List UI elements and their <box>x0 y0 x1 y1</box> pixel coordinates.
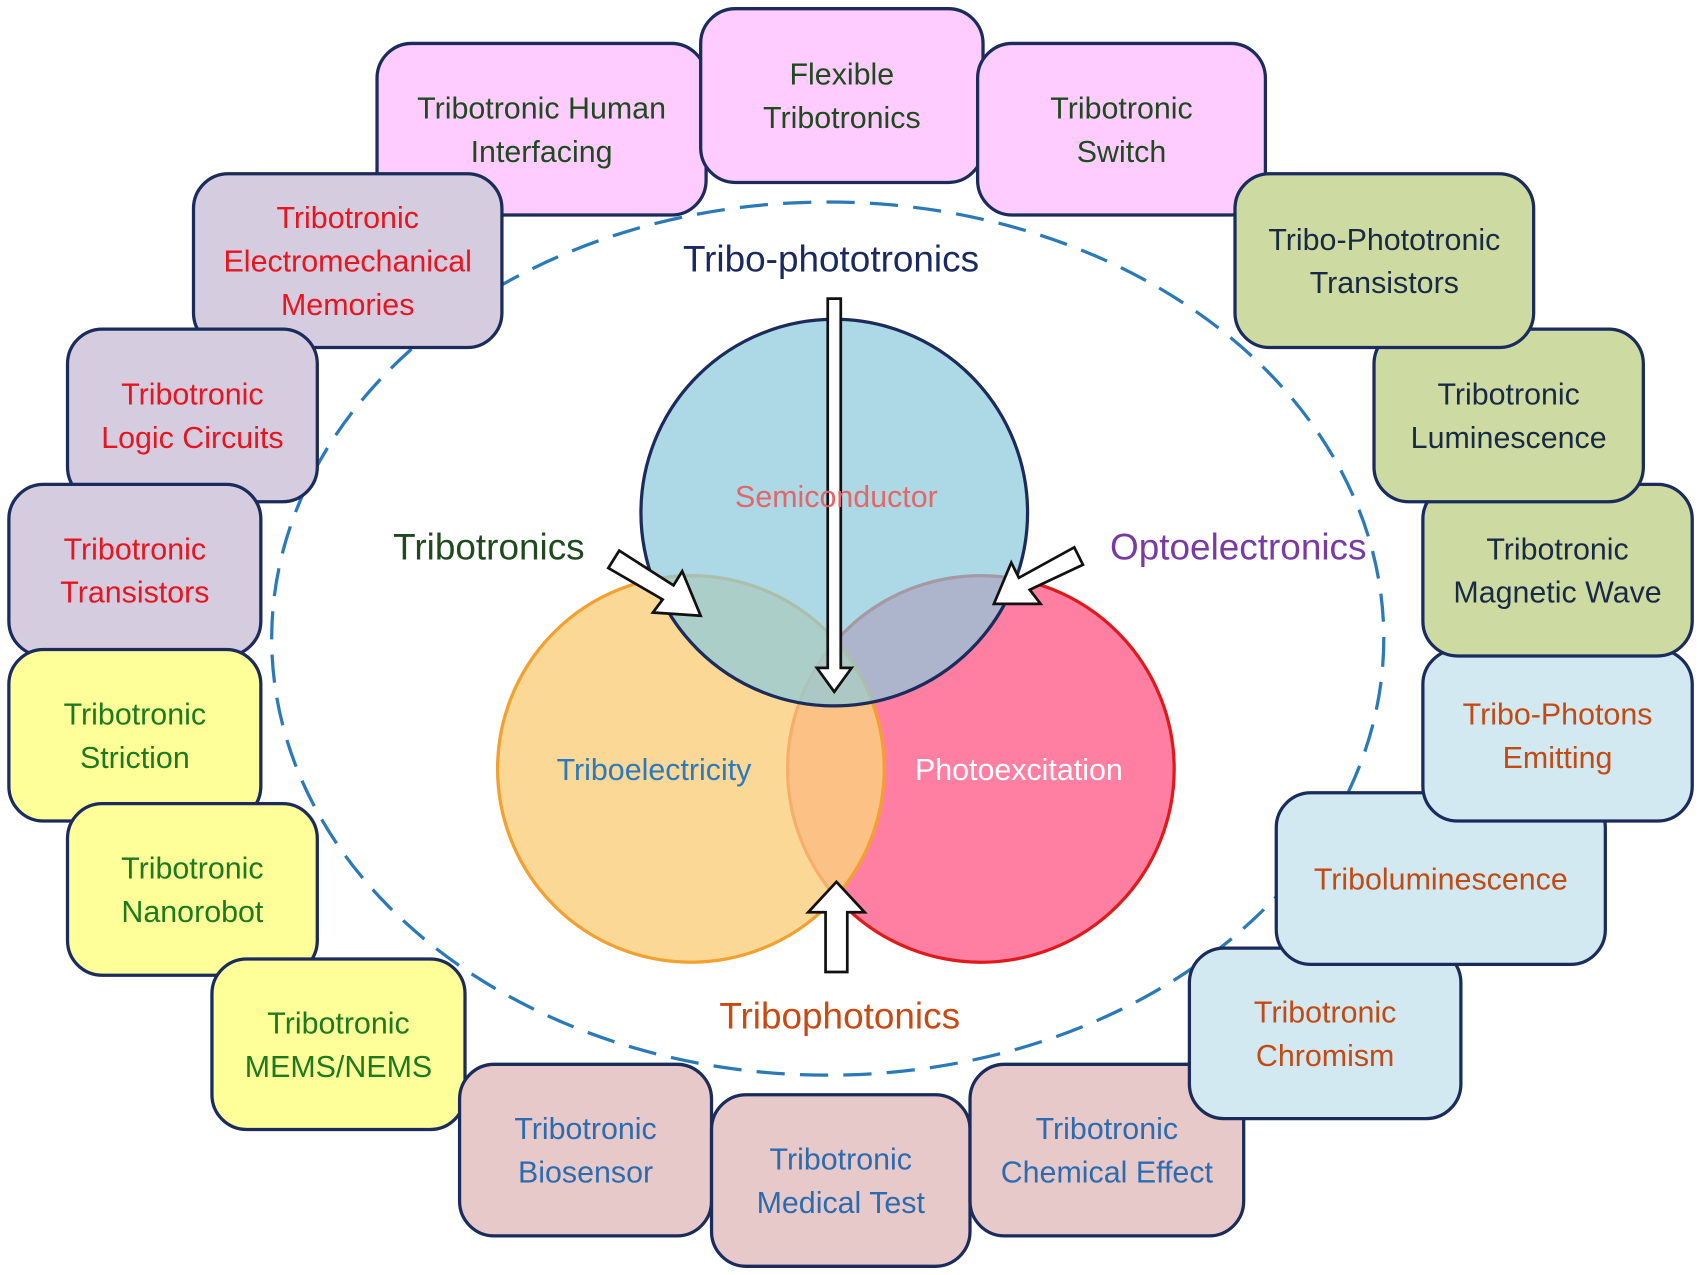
application-box-bg <box>975 41 1268 217</box>
application-box-label: Emitting <box>1503 741 1613 775</box>
application-box-label: Tribotronic <box>64 697 206 731</box>
photoexcitation-label: Photoexcitation <box>915 753 1123 787</box>
application-box-label: Chemical Effect <box>1001 1156 1214 1190</box>
application-box-label: Tribotronic <box>1254 995 1396 1029</box>
tribotronics-label: Tribotronics <box>393 526 584 567</box>
application-box-bg <box>1421 482 1694 658</box>
application-box-label: Electromechanical <box>224 245 472 279</box>
application-box-label: Nanorobot <box>121 895 263 929</box>
application-box-label: Tribotronic <box>121 378 263 412</box>
application-box-bg <box>7 482 263 658</box>
application-box-label: Interfacing <box>471 135 613 169</box>
application-box-bg <box>1187 946 1463 1121</box>
application-box-label: Tribotronic <box>121 852 263 886</box>
tribo-phototronics-label: Tribo-phototronics <box>683 239 979 280</box>
application-box-label: Tribotronic <box>267 1006 409 1040</box>
application-box-bg <box>699 7 985 185</box>
application-box-label: Tribotronic <box>1437 378 1579 412</box>
application-box-label: Tribotronic <box>1050 91 1192 125</box>
application-box-label: Triboluminescence <box>1314 862 1568 896</box>
application-box-label: Tribotronic <box>64 532 206 566</box>
application-box-bg <box>709 1093 972 1268</box>
tribophotonics-label: Tribophotonics <box>719 995 960 1036</box>
application-box-label: Tribotronic <box>1036 1112 1178 1146</box>
application-box-label: Tribotronics <box>763 101 921 135</box>
application-box-bg <box>65 327 319 504</box>
application-box-label: Tribotronic <box>770 1143 912 1177</box>
application-box-label: Tribo-Photons <box>1463 697 1653 731</box>
optoelectronics-label: Optoelectronics <box>1110 526 1366 567</box>
application-box-bg <box>65 802 319 977</box>
application-box-label: MEMS/NEMS <box>245 1050 432 1084</box>
application-box-bg <box>210 957 467 1132</box>
application-box: Triboluminescence <box>1274 791 1607 967</box>
application-box-bg <box>1421 647 1694 823</box>
application-box-bg <box>7 647 263 823</box>
dashed-ellipse <box>270 200 1386 1077</box>
application-box-label: Chromism <box>1256 1039 1394 1073</box>
application-box-label: Tribotronic Human <box>417 91 666 125</box>
application-box-label: Transistors <box>60 576 209 610</box>
application-box-label: Tribotronic <box>1486 532 1628 566</box>
triboelectricity-label: Triboelectricity <box>557 753 753 787</box>
application-box-label: Magnetic Wave <box>1453 576 1661 610</box>
down-arrow-icon <box>814 297 855 695</box>
application-box-bg <box>191 172 504 350</box>
application-box-label: Striction <box>80 741 190 775</box>
diagonal-arrow-right-icon <box>606 548 703 618</box>
diagonal-arrow-left-icon <box>991 545 1085 606</box>
application-box-label: Tribotronic <box>276 201 418 235</box>
venn-diagram: Triboelectricity Photoexcitation <box>495 317 1176 964</box>
semiconductor-label: Semiconductor <box>735 480 938 514</box>
application-box-label: Switch <box>1077 135 1167 169</box>
application-box-label: Luminescence <box>1411 421 1607 455</box>
application-box-bg <box>1233 172 1536 350</box>
application-box-label: Transistors <box>1310 266 1459 300</box>
application-box-bg <box>968 1062 1246 1238</box>
application-box-label: Medical Test <box>757 1186 926 1220</box>
application-box-bg <box>1372 327 1645 504</box>
application-boxes: Tribotronic HumanInterfacingFlexibleTrib… <box>7 7 1694 1268</box>
application-box-bg <box>457 1062 714 1238</box>
arrows <box>606 297 1085 974</box>
application-box-label: Biosensor <box>518 1156 653 1190</box>
application-box-label: Tribo-Phototronic <box>1268 223 1500 257</box>
application-box-label: Memories <box>281 288 414 322</box>
application-box-label: Tribotronic <box>514 1112 656 1146</box>
application-box-label: Flexible <box>789 58 894 92</box>
up-arrow-icon <box>805 879 868 974</box>
application-box-label: Logic Circuits <box>101 421 283 455</box>
